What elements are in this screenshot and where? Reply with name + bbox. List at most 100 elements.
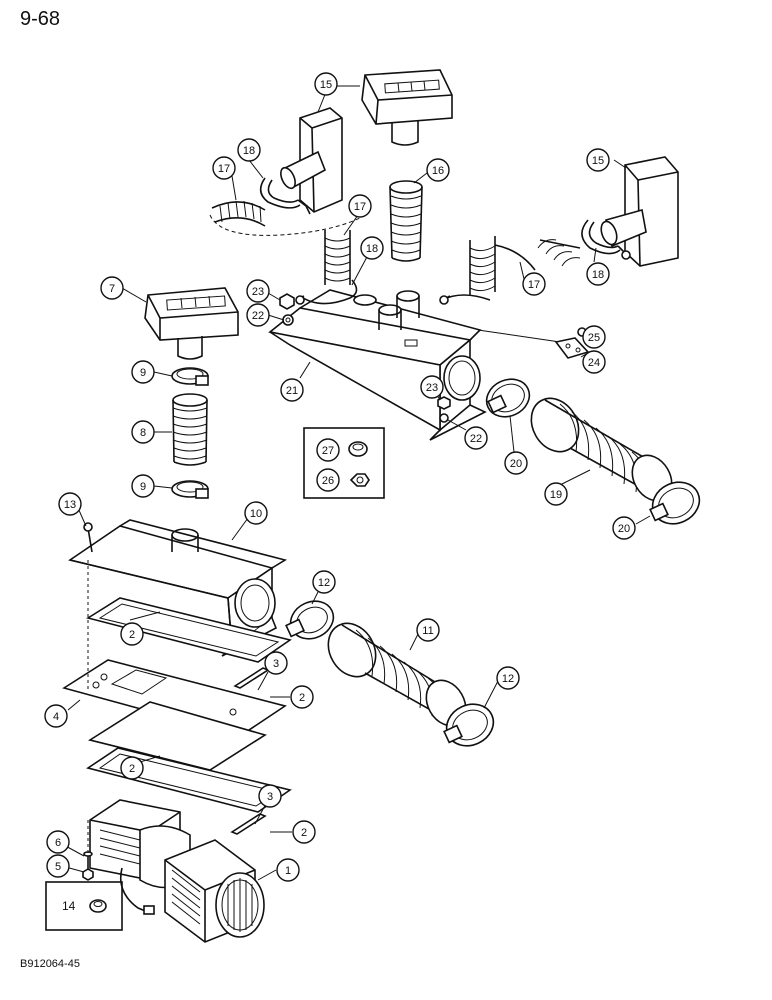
svg-text:25: 25 [588, 332, 600, 344]
callout-9-b: 9 [131, 474, 155, 498]
svg-text:2: 2 [129, 629, 135, 641]
svg-text:11: 11 [422, 625, 433, 637]
callout-12-b: 12 [496, 666, 520, 690]
svg-text:26: 26 [322, 475, 334, 487]
hose-8 [172, 393, 208, 466]
callout-2-a: 2 [120, 622, 144, 646]
svg-text:6: 6 [55, 837, 61, 849]
callout-10: 10 [244, 501, 268, 525]
svg-text:2: 2 [301, 827, 307, 839]
callout-20-b: 20 [612, 516, 636, 540]
clamp-20-upper [485, 378, 531, 418]
gasket-2-upper [85, 597, 292, 663]
hose-11 [327, 622, 467, 727]
hose-17-center [324, 230, 351, 285]
clamp-12-upper [285, 600, 335, 640]
page-number: 9-68 [20, 8, 61, 30]
callout-26: 26 [316, 468, 340, 492]
callout-12-a: 12 [312, 570, 336, 594]
svg-text:5: 5 [55, 861, 61, 873]
callout-18-b: 18 [360, 236, 384, 260]
callout-8: 8 [131, 420, 155, 444]
callout-19: 19 [544, 482, 568, 506]
svg-text:17: 17 [218, 163, 230, 175]
svg-text:24: 24 [588, 357, 600, 369]
hose-17-right [469, 236, 581, 296]
svg-text:1: 1 [285, 865, 291, 877]
clamp-9-lower [171, 480, 209, 499]
strap-18-left [259, 177, 311, 215]
callout-2-b: 2 [290, 685, 314, 709]
strap-18-right [581, 219, 631, 260]
callout-18-a: 18 [237, 138, 261, 162]
svg-text:12: 12 [318, 577, 330, 589]
callout-9-a: 9 [131, 360, 155, 384]
svg-text:8: 8 [140, 427, 146, 439]
callout-16: 16 [426, 158, 450, 182]
callout-17-a: 17 [212, 156, 236, 180]
svg-text:2: 2 [299, 692, 305, 704]
callout-4: 4 [44, 704, 68, 728]
callout-25: 25 [582, 325, 606, 349]
svg-text:23: 23 [426, 382, 438, 394]
svg-text:27: 27 [322, 445, 334, 457]
louver-top-left [280, 107, 343, 213]
callout-13: 13 [58, 492, 82, 516]
callout-23-b: 23 [420, 375, 444, 399]
callout-22-a: 22 [246, 303, 270, 327]
callout-5: 5 [46, 854, 70, 878]
gasket-3-lower [230, 813, 267, 835]
callout-3-a: 3 [264, 651, 288, 675]
callout-15-a: 15 [314, 72, 338, 96]
callout-3-b: 3 [258, 784, 282, 808]
callout-22-b: 22 [464, 426, 488, 450]
strap-end-right-center [441, 294, 491, 301]
svg-text:17: 17 [354, 201, 366, 213]
svg-text:18: 18 [243, 145, 255, 157]
svg-text:18: 18 [366, 243, 378, 255]
callout-15-b: 15 [586, 148, 610, 172]
hose-16 [389, 180, 423, 262]
svg-text:9: 9 [140, 367, 146, 379]
hose-17-left [211, 200, 266, 227]
svg-text:22: 22 [252, 310, 264, 322]
callout-21: 21 [280, 378, 304, 402]
callout-11: 11 [416, 618, 440, 642]
svg-text:16: 16 [432, 165, 444, 177]
callout-18-c: 18 [586, 262, 610, 286]
callout-2-c: 2 [120, 756, 144, 780]
hardware-23-22-lower [437, 396, 451, 423]
svg-text:19: 19 [550, 489, 562, 501]
svg-text:23: 23 [252, 286, 264, 298]
clamp-20-lower [649, 481, 701, 525]
upper-duct-21 [268, 289, 487, 441]
inset-box-14-label: 14 [62, 899, 76, 913]
clamp-12-lower [443, 703, 495, 747]
callout-1: 1 [276, 858, 300, 882]
svg-text:4: 4 [53, 711, 59, 723]
callout-24: 24 [582, 350, 606, 374]
callout-6: 6 [46, 830, 70, 854]
strap-18-center [295, 279, 358, 305]
svg-text:20: 20 [618, 523, 630, 535]
svg-text:15: 15 [592, 155, 604, 167]
callout-17-b: 17 [348, 194, 372, 218]
svg-text:13: 13 [64, 499, 76, 511]
callout-20-a: 20 [504, 451, 528, 475]
callout-7: 7 [100, 276, 124, 300]
svg-text:9: 9 [140, 481, 146, 493]
clamp-9-upper [171, 367, 209, 386]
callout-27: 27 [316, 438, 340, 462]
hardware-23-22-upper [279, 293, 295, 326]
svg-text:12: 12 [502, 673, 514, 685]
blower-1 [89, 799, 265, 943]
figure-code: B912064-45 [20, 958, 80, 970]
svg-text:3: 3 [267, 791, 273, 803]
svg-text:21: 21 [286, 385, 298, 397]
callout-23-a: 23 [246, 279, 270, 303]
svg-text:15: 15 [320, 79, 332, 91]
svg-text:17: 17 [528, 279, 540, 291]
louver-top-center [361, 69, 453, 146]
svg-text:2: 2 [129, 763, 135, 775]
inset-box-14: 14 [45, 881, 123, 931]
